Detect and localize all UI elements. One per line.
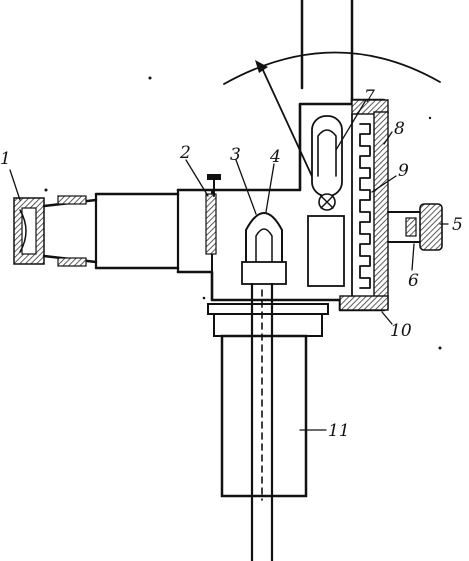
label-4: 4 — [269, 147, 281, 167]
label-5: 5 — [452, 215, 463, 235]
label-2: 2 — [179, 143, 191, 163]
adjust-knob — [387, 203, 443, 251]
label-11: 11 — [328, 421, 350, 441]
label-9: 9 — [398, 161, 409, 181]
label-6: 6 — [408, 271, 419, 291]
lamp-bulb — [241, 212, 287, 285]
eyepiece-tube — [13, 188, 180, 274]
leader-lines — [9, 99, 449, 431]
top-screw — [207, 174, 221, 197]
label-8: 8 — [394, 119, 405, 139]
scale-arc — [223, 51, 441, 85]
part-labels: 1 2 3 4 7 8 9 5 6 10 11 — [0, 87, 463, 441]
label-10: 10 — [390, 321, 412, 341]
label-3: 3 — [230, 145, 241, 165]
specks — [44, 76, 442, 350]
central-rod — [250, 282, 274, 561]
label-7: 7 — [364, 87, 375, 107]
vertical-column — [300, 0, 354, 102]
rack-housing — [339, 99, 389, 311]
support-column — [220, 334, 308, 498]
column-flange — [207, 303, 329, 337]
lamp-upper — [307, 115, 345, 287]
label-1: 1 — [0, 149, 11, 169]
